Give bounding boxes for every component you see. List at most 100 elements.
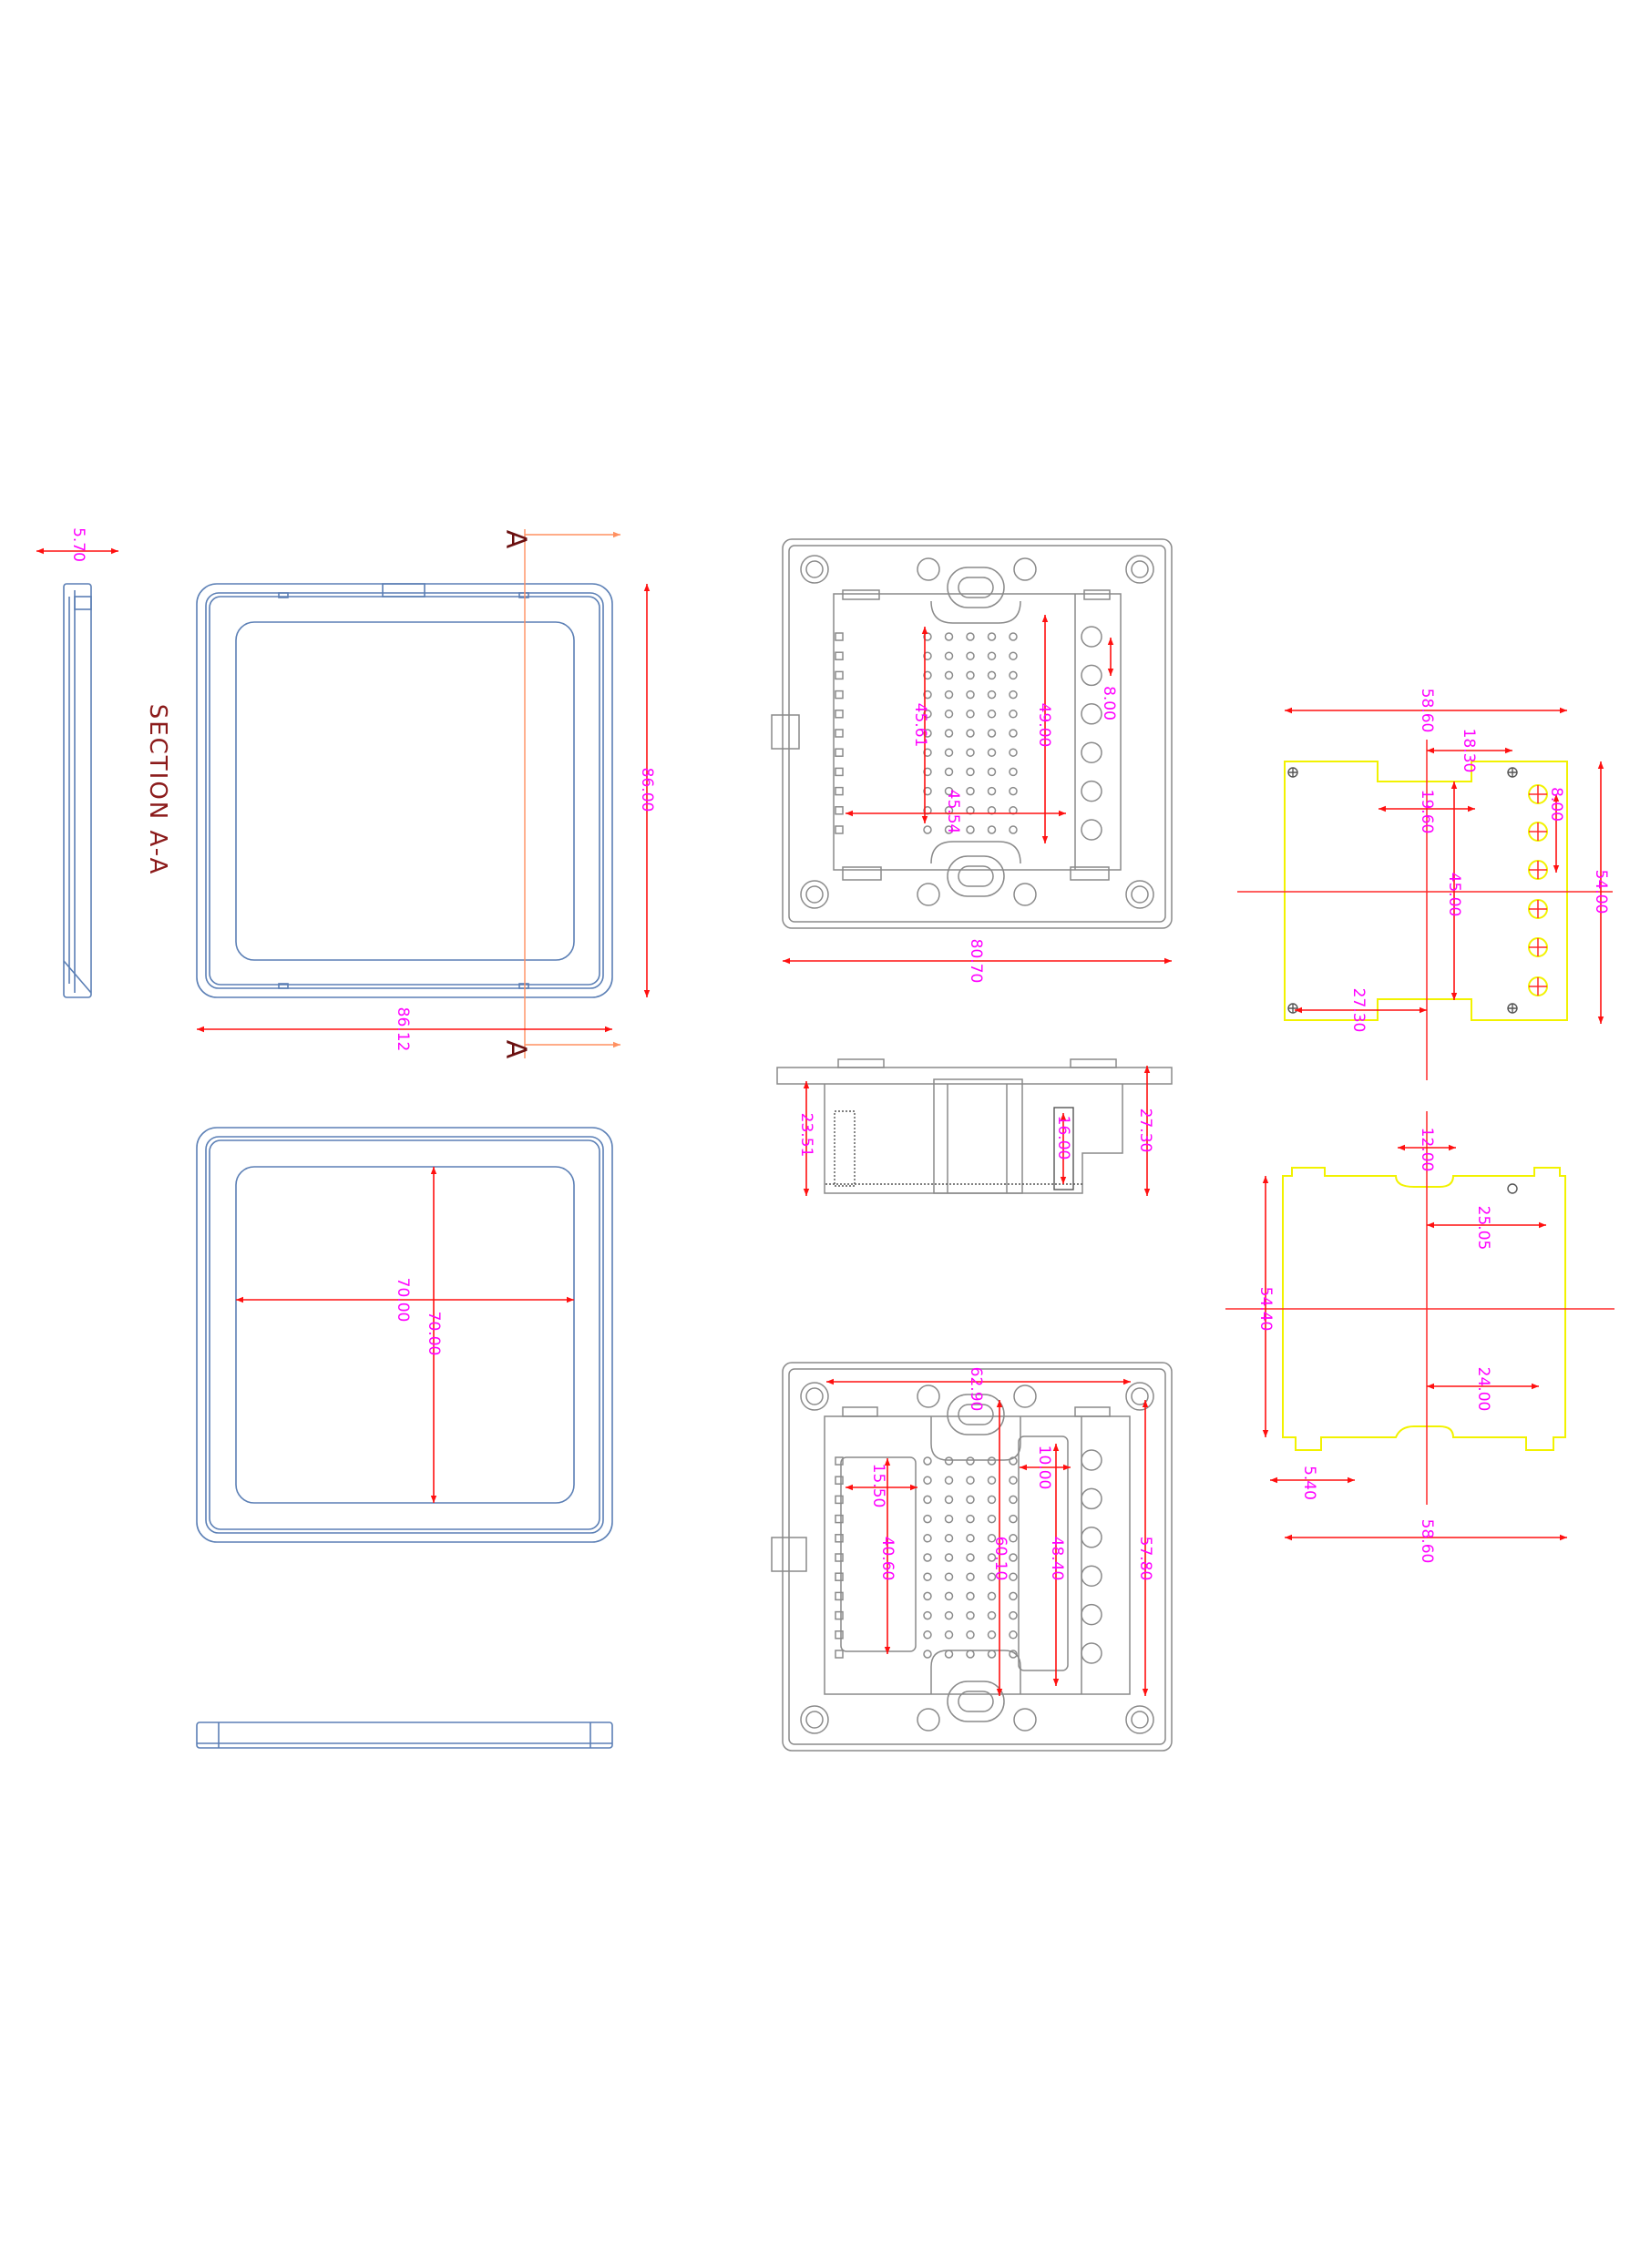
vent-hole <box>987 1610 997 1620</box>
vent-hole <box>923 1495 932 1505</box>
mounting-slot <box>947 1681 1005 1722</box>
dimension-label: 80.70 <box>967 939 985 984</box>
dimension-label: 70.00 <box>425 1312 443 1356</box>
vent-hole <box>944 670 954 680</box>
vent-hole <box>944 651 954 660</box>
vent-hole <box>987 729 997 738</box>
vent-hole <box>1009 1650 1018 1659</box>
vent-hole <box>1009 1610 1018 1620</box>
vent-hole <box>966 767 975 777</box>
vent-hole <box>944 786 954 796</box>
vent-hole <box>923 1456 932 1466</box>
vent-hole <box>923 1553 932 1562</box>
vent-hole <box>923 1591 932 1601</box>
vent-hole <box>987 690 997 700</box>
vent-hole <box>944 1495 954 1505</box>
mounting-boss <box>800 1382 829 1411</box>
dimension-label: 8.00 <box>1547 787 1565 822</box>
vent-hole <box>966 1572 975 1581</box>
vent-hole <box>966 632 975 641</box>
frame-window-view <box>196 1127 613 1543</box>
vent-hole <box>923 1476 932 1485</box>
vent-hole <box>1009 729 1018 738</box>
vent-hole <box>1009 1514 1018 1524</box>
section-marker-top: A <box>500 530 532 549</box>
vent-hole <box>966 1495 975 1505</box>
dimension-label: 45.54 <box>944 790 962 834</box>
vent-hole <box>966 670 975 680</box>
screw-hole <box>917 1384 940 1408</box>
vent-hole <box>923 1650 932 1659</box>
vent-hole <box>1009 767 1018 777</box>
vent-hole <box>944 1553 954 1562</box>
vent-hole <box>966 1553 975 1562</box>
vent-hole <box>944 1514 954 1524</box>
vent-hole <box>966 786 975 796</box>
vent-hole <box>987 710 997 719</box>
vent-hole <box>944 632 954 641</box>
vent-hole <box>966 690 975 700</box>
vent-hole <box>987 1456 997 1466</box>
terminal-hole <box>1081 626 1102 648</box>
mounting-boss <box>800 555 829 584</box>
dimension-label: 25.05 <box>1474 1206 1492 1251</box>
dimension-label: 60.10 <box>991 1537 1010 1581</box>
terminal-hole <box>1081 1642 1102 1664</box>
vent-hole <box>944 1650 954 1659</box>
mounting-slot <box>947 1394 1005 1435</box>
vent-hole <box>1009 1476 1018 1485</box>
terminal-hole <box>1081 1565 1102 1587</box>
mounting-boss <box>800 880 829 909</box>
vent-hole <box>987 1534 997 1543</box>
vent-hole <box>966 1610 975 1620</box>
terminal-hole <box>1081 780 1102 802</box>
vent-hole <box>966 1456 975 1466</box>
dimension-label: 5.70 <box>69 527 87 562</box>
vent-hole <box>987 651 997 660</box>
vent-hole <box>1009 1553 1018 1562</box>
vent-hole <box>987 748 997 757</box>
terminal-hole <box>1081 741 1102 763</box>
terminal-hole <box>1081 1527 1102 1548</box>
dimension-label: 45.61 <box>911 703 929 748</box>
vent-hole <box>1009 710 1018 719</box>
vent-hole <box>987 1572 997 1581</box>
vent-hole <box>966 651 975 660</box>
vent-hole <box>944 1591 954 1601</box>
screw-hole <box>1013 883 1037 906</box>
vent-hole <box>966 1591 975 1601</box>
mounting-boss <box>1125 1382 1154 1411</box>
dimension-label: 23.51 <box>797 1113 815 1158</box>
vent-hole <box>944 1572 954 1581</box>
dimension-label: 12.00 <box>1418 1128 1436 1172</box>
vent-hole <box>1009 1456 1018 1466</box>
vent-hole <box>944 710 954 719</box>
vent-hole <box>1009 632 1018 641</box>
vent-hole <box>987 632 997 641</box>
dimension-label: 54.40 <box>1256 1287 1275 1332</box>
vent-hole <box>987 670 997 680</box>
vent-hole <box>944 1476 954 1485</box>
vent-hole <box>923 1610 932 1620</box>
vent-hole <box>987 1495 997 1505</box>
vent-hole <box>966 710 975 719</box>
vent-hole <box>966 729 975 738</box>
vent-hole <box>944 767 954 777</box>
dimension-label: 27.30 <box>1349 988 1368 1033</box>
dimension-label: 58.60 <box>1418 689 1436 733</box>
vent-hole <box>987 767 997 777</box>
vent-hole <box>1009 786 1018 796</box>
vent-hole <box>966 1476 975 1485</box>
dimension-label: 19.60 <box>1418 790 1436 834</box>
mounting-slot <box>947 567 1005 608</box>
vent-hole <box>944 1456 954 1466</box>
vent-hole <box>923 1534 932 1543</box>
dimension-label: 48.40 <box>1048 1537 1066 1581</box>
pcb-bottom-view <box>1225 1111 1614 1505</box>
vent-hole <box>944 690 954 700</box>
terminal-hole <box>1081 703 1102 725</box>
front-frame-view <box>196 583 613 998</box>
vent-hole <box>944 1610 954 1620</box>
base-side-view <box>776 1058 1173 1194</box>
